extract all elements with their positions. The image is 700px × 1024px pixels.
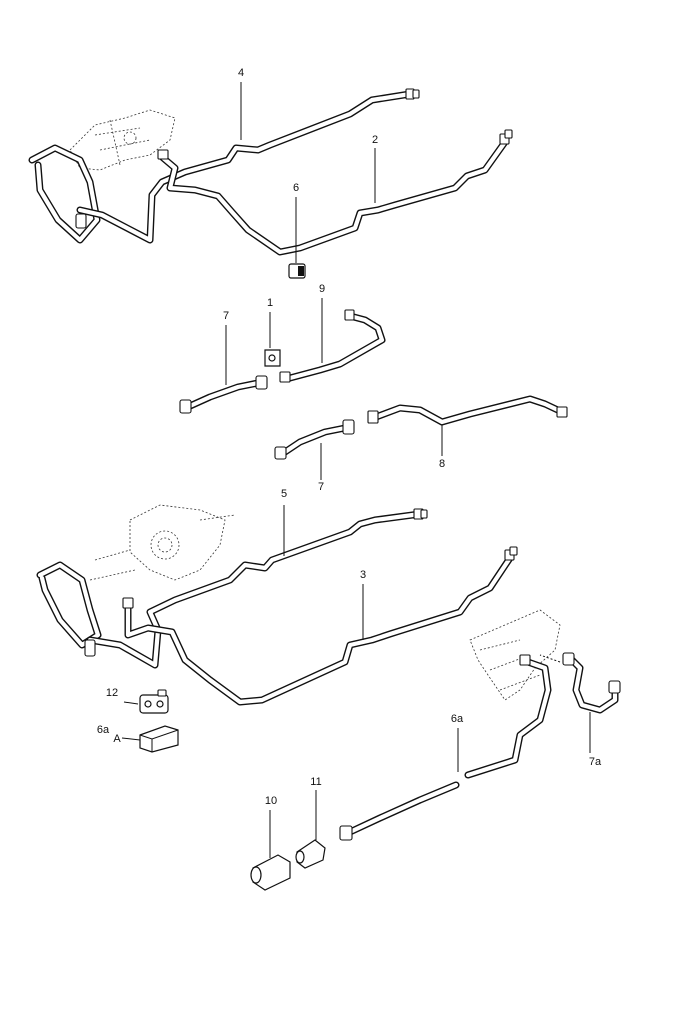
callout-labels: 4 2 6 1 9 7 7 8 5 3 12 6a A 6a 7a 10 11 [97, 67, 602, 807]
callout-7-lower: 7 [318, 481, 324, 493]
callout-11: 11 [310, 776, 321, 788]
callout-3: 3 [360, 569, 366, 581]
clip-part-6a [139, 725, 179, 753]
brake-pipe-8 [367, 395, 568, 426]
brake-pipe-4 [28, 88, 420, 244]
bracket-part-1 [264, 349, 281, 367]
brake-pipe-2 [157, 129, 513, 256]
brake-pipe-5 [36, 508, 428, 669]
callout-6: 6 [293, 182, 299, 194]
brake-pipe-3 [122, 546, 518, 706]
callout-12: 12 [106, 687, 118, 699]
brake-hose-7-middle [274, 419, 355, 460]
brake-pipe-9 [279, 309, 386, 383]
fitting-part-10 [250, 854, 291, 891]
leader-lines [121, 82, 591, 858]
clip-part-6 [288, 263, 306, 279]
callout-6a-top: 6a [97, 724, 110, 736]
callout-5: 5 [281, 488, 287, 500]
callout-7-upper: 7 [223, 310, 229, 322]
brake-hose-7-upper [179, 375, 268, 414]
brake-pipe-6a [339, 654, 552, 841]
callout-A: A [113, 733, 121, 745]
callout-1: 1 [267, 297, 273, 309]
adapter-part-11 [295, 839, 326, 869]
callout-2: 2 [372, 134, 378, 146]
junction-part-12 [139, 689, 169, 714]
callout-4: 4 [238, 67, 244, 79]
callout-8: 8 [439, 458, 445, 470]
brake-pipe-7a [539, 652, 621, 714]
callout-9: 9 [319, 283, 325, 295]
master-cylinder-outline-top [69, 109, 176, 171]
master-cylinder-outline-bottom [89, 504, 236, 581]
callout-6a-lower: 6a [451, 713, 464, 725]
callout-10: 10 [265, 795, 277, 807]
callout-7a: 7a [589, 756, 602, 768]
